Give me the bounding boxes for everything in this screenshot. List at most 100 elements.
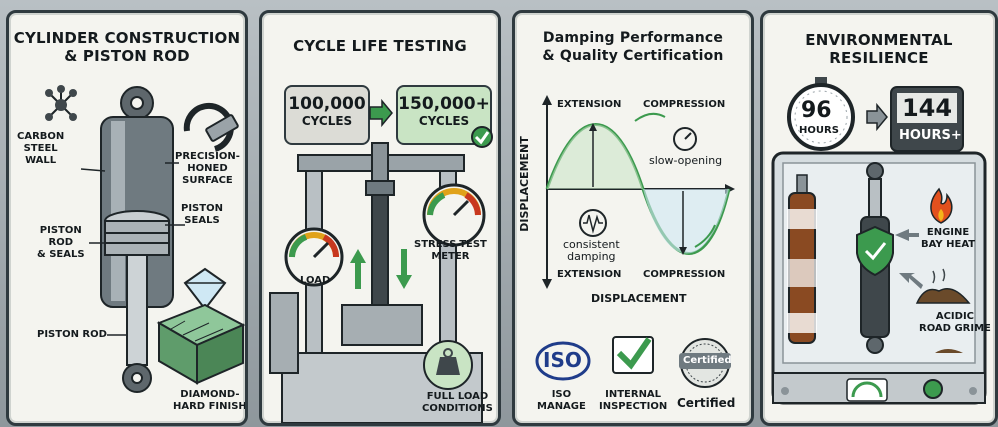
title-line-2: & Quality Certification bbox=[542, 48, 724, 64]
x-axis-label: DISPLACEMENT bbox=[591, 292, 687, 305]
label-piston-rod: PISTON ROD bbox=[37, 329, 107, 340]
load-gauge-icon bbox=[284, 227, 344, 287]
panel-environmental-resilience: ENVIRONMENTAL RESILIENCE bbox=[760, 10, 998, 426]
label-line: CONDITIONS bbox=[422, 403, 493, 414]
iso-label: ISO MANAGE bbox=[537, 389, 586, 413]
load-gauge-label: LOAD bbox=[300, 275, 331, 286]
label-line: WALL bbox=[25, 155, 57, 166]
panel-cylinder-construction: CYLINDER CONSTRUCTION & PISTON ROD bbox=[6, 10, 248, 426]
label-line: HONED bbox=[187, 163, 228, 174]
molecule-icon bbox=[45, 85, 77, 121]
full-load-label: FULL LOAD CONDITIONS bbox=[422, 391, 493, 415]
label-line: damping bbox=[567, 250, 616, 263]
extension-top-label: EXTENSION bbox=[557, 99, 622, 110]
label-line: FULL LOAD bbox=[426, 391, 489, 402]
cylinder-illustration bbox=[45, 85, 245, 393]
label-line: consistent bbox=[563, 238, 620, 251]
cycles-start-unit: CYCLES bbox=[301, 114, 353, 128]
y-axis-label: DISPLACEMENT bbox=[517, 136, 531, 232]
label-line: INTERNAL bbox=[605, 389, 662, 400]
cycles-start-value: 100,000 bbox=[288, 94, 366, 114]
hours-start-value: 96 bbox=[801, 98, 832, 123]
flame-icon bbox=[930, 187, 953, 224]
stress-meter-icon bbox=[422, 183, 486, 247]
label-precision-honed: PRECISION- HONED SURFACE bbox=[175, 151, 240, 187]
compression-bottom-label: COMPRESSION bbox=[643, 269, 726, 280]
title-line-1: Damping Performance bbox=[542, 30, 724, 46]
label-line: ROAD GRIME bbox=[919, 323, 991, 334]
control-gauge-icon bbox=[846, 378, 888, 402]
slow-opening-gauge-icon bbox=[673, 127, 697, 151]
arrow-right-icon bbox=[866, 102, 888, 132]
label-piston-rod-seals: PISTON ROD & SEALS bbox=[37, 225, 85, 261]
certified-badge-text: Certified bbox=[683, 355, 732, 366]
arrow-right-icon bbox=[369, 98, 393, 128]
consistent-damping-label: consistent damping bbox=[563, 239, 620, 263]
compression-top-label: COMPRESSION bbox=[643, 99, 726, 110]
label-line: & SEALS bbox=[37, 249, 85, 260]
label-piston-seals: PISTON SEALS bbox=[181, 203, 223, 227]
label-line: STEEL bbox=[23, 143, 58, 154]
label-line: INSPECTION bbox=[599, 401, 668, 412]
label-line: CARBON bbox=[17, 131, 65, 142]
label-line: HARD FINISH bbox=[173, 401, 247, 412]
label-line: ENGINE bbox=[926, 227, 970, 238]
title-line-1: CYLINDER CONSTRUCTION bbox=[13, 29, 241, 47]
title-line-2: & PISTON ROD bbox=[64, 47, 190, 65]
label-line: SURFACE bbox=[182, 175, 233, 186]
control-knob-icon bbox=[923, 379, 943, 399]
label-line: PISTON bbox=[39, 225, 82, 236]
engine-bay-heat-label: ENGINE BAY HEAT bbox=[921, 227, 975, 251]
slow-opening-label: slow-opening bbox=[649, 154, 723, 167]
certified-badge-icon bbox=[679, 338, 731, 388]
stopwatch-icon bbox=[787, 77, 855, 151]
label-line: MANAGE bbox=[537, 401, 586, 412]
label-line: BAY HEAT bbox=[921, 239, 976, 250]
iso-logo bbox=[535, 341, 591, 381]
label-line: DIAMOND- bbox=[180, 389, 240, 400]
check-icon bbox=[471, 126, 493, 148]
label-line: SEALS bbox=[184, 215, 220, 226]
chamber-illustration bbox=[771, 77, 987, 405]
label-carbon-steel-wall: CARBON STEEL WALL bbox=[17, 131, 64, 167]
arrow-down-icon bbox=[396, 249, 412, 289]
panel-title: ENVIRONMENTAL RESILIENCE bbox=[763, 31, 995, 67]
certified-label: Certified bbox=[677, 396, 736, 410]
waveform-icon bbox=[579, 209, 607, 237]
panel-title: CYLINDER CONSTRUCTION & PISTON ROD bbox=[9, 29, 245, 65]
label-line: ISO bbox=[551, 389, 572, 400]
stress-meter-label: STRESS-TEST METER bbox=[414, 239, 487, 263]
extension-bottom-label: EXTENSION bbox=[557, 269, 622, 280]
shield-check-icon bbox=[856, 225, 894, 277]
label-line: METER bbox=[431, 251, 470, 262]
title-line-1: ENVIRONMENTAL bbox=[805, 31, 953, 49]
label-line: PRECISION- bbox=[175, 151, 240, 162]
lattice-block bbox=[156, 303, 245, 385]
grime-icon bbox=[915, 268, 971, 304]
weight-icon bbox=[423, 340, 473, 390]
label-line: PISTON bbox=[181, 203, 223, 214]
cycles-target-value: 150,000+ bbox=[398, 94, 490, 114]
label-line: ROD bbox=[48, 237, 74, 248]
label-line: ACIDIC bbox=[935, 311, 975, 322]
hours-target-value: 144 bbox=[901, 94, 953, 122]
cycles-start-box: 100,000 CYCLES bbox=[284, 85, 370, 145]
test-rig-illustration bbox=[269, 98, 493, 423]
damping-graph bbox=[535, 95, 735, 388]
micrometer-icon bbox=[183, 102, 239, 152]
iso-logo-text: ISO bbox=[543, 348, 582, 372]
cycles-target-unit: CYCLES bbox=[418, 114, 470, 128]
panel-cycle-life-testing: CYCLE LIFE TESTING 100,000 CYCLES 150,00… bbox=[259, 10, 501, 426]
diamond-icon bbox=[183, 267, 227, 311]
acidic-road-grime-label: ACIDIC ROAD GRIME bbox=[919, 311, 991, 335]
inspection-label: INTERNAL INSPECTION bbox=[599, 389, 667, 413]
title-line-2: RESILIENCE bbox=[829, 49, 929, 67]
panel-damping-certification: Damping Performance & Quality Certificat… bbox=[512, 10, 754, 426]
hours-start-unit: HOURS bbox=[799, 125, 839, 136]
label-diamond-hard-finish: DIAMOND- HARD FINISH bbox=[173, 389, 247, 413]
inspection-check-icon bbox=[612, 336, 654, 374]
panel-title: CYCLE LIFE TESTING bbox=[293, 37, 467, 55]
label-line: STRESS-TEST bbox=[414, 239, 487, 250]
panel-title: Damping Performance & Quality Certificat… bbox=[515, 29, 751, 65]
arrow-up-icon bbox=[350, 249, 366, 289]
